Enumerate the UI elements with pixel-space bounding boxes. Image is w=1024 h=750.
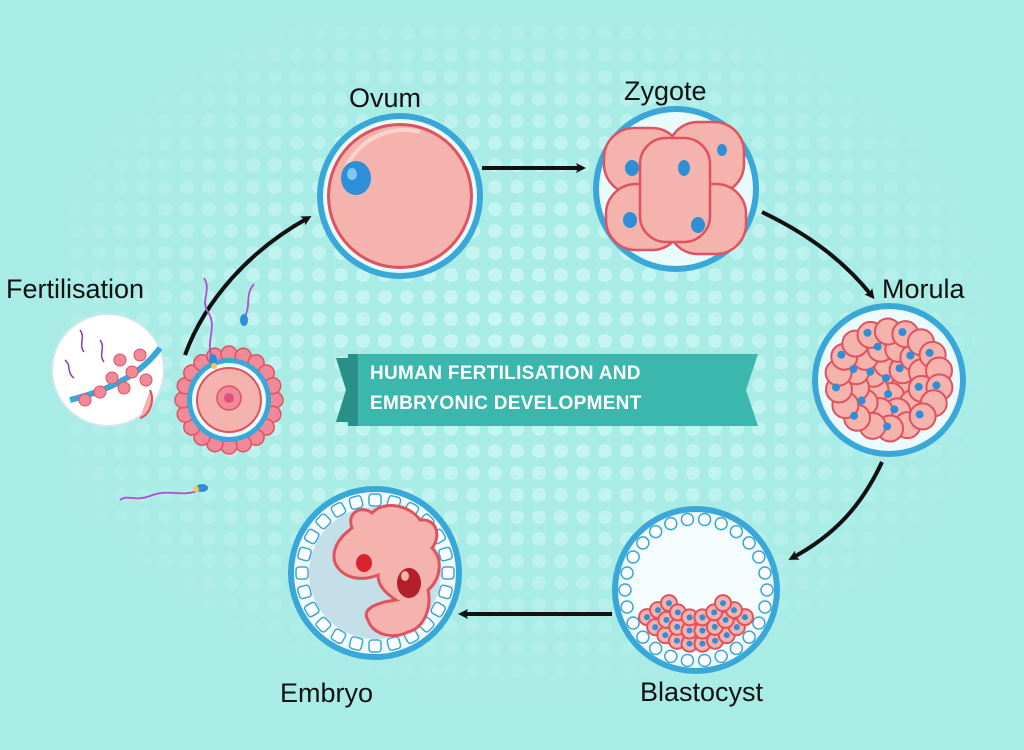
arrow-zygote-to-morula bbox=[761, 210, 875, 300]
arrow-fertilisation-to-ovum bbox=[183, 216, 312, 356]
ovum-nucleus bbox=[341, 161, 371, 195]
embryo-cell bbox=[288, 486, 462, 660]
banner-title-line-2: EMBRYONIC DEVELOPMENT bbox=[370, 393, 642, 414]
title-banner: HUMAN FERTILISATION AND EMBRYONIC DEVELO… bbox=[336, 354, 758, 426]
morula-cell bbox=[812, 303, 966, 457]
label-fertilisation: Fertilisation bbox=[6, 274, 145, 304]
arrow-morula-to-blastocyst bbox=[788, 461, 884, 560]
banner-title-line-1: HUMAN FERTILISATION AND bbox=[370, 363, 641, 384]
label-blastocyst: Blastocyst bbox=[640, 677, 764, 707]
fertilisation-scene bbox=[51, 277, 284, 501]
embryo-body bbox=[332, 504, 441, 637]
banner-ribbon bbox=[336, 354, 758, 426]
label-embryo: Embryo bbox=[280, 678, 374, 708]
label-ovum: Ovum bbox=[349, 83, 422, 113]
zygote-cell bbox=[593, 106, 759, 272]
blastocyst-cell bbox=[612, 506, 780, 674]
label-morula: Morula bbox=[882, 274, 965, 304]
ovum-cell bbox=[317, 113, 483, 279]
label-zygote: Zygote bbox=[624, 76, 707, 106]
cycle-arrows bbox=[183, 163, 884, 619]
